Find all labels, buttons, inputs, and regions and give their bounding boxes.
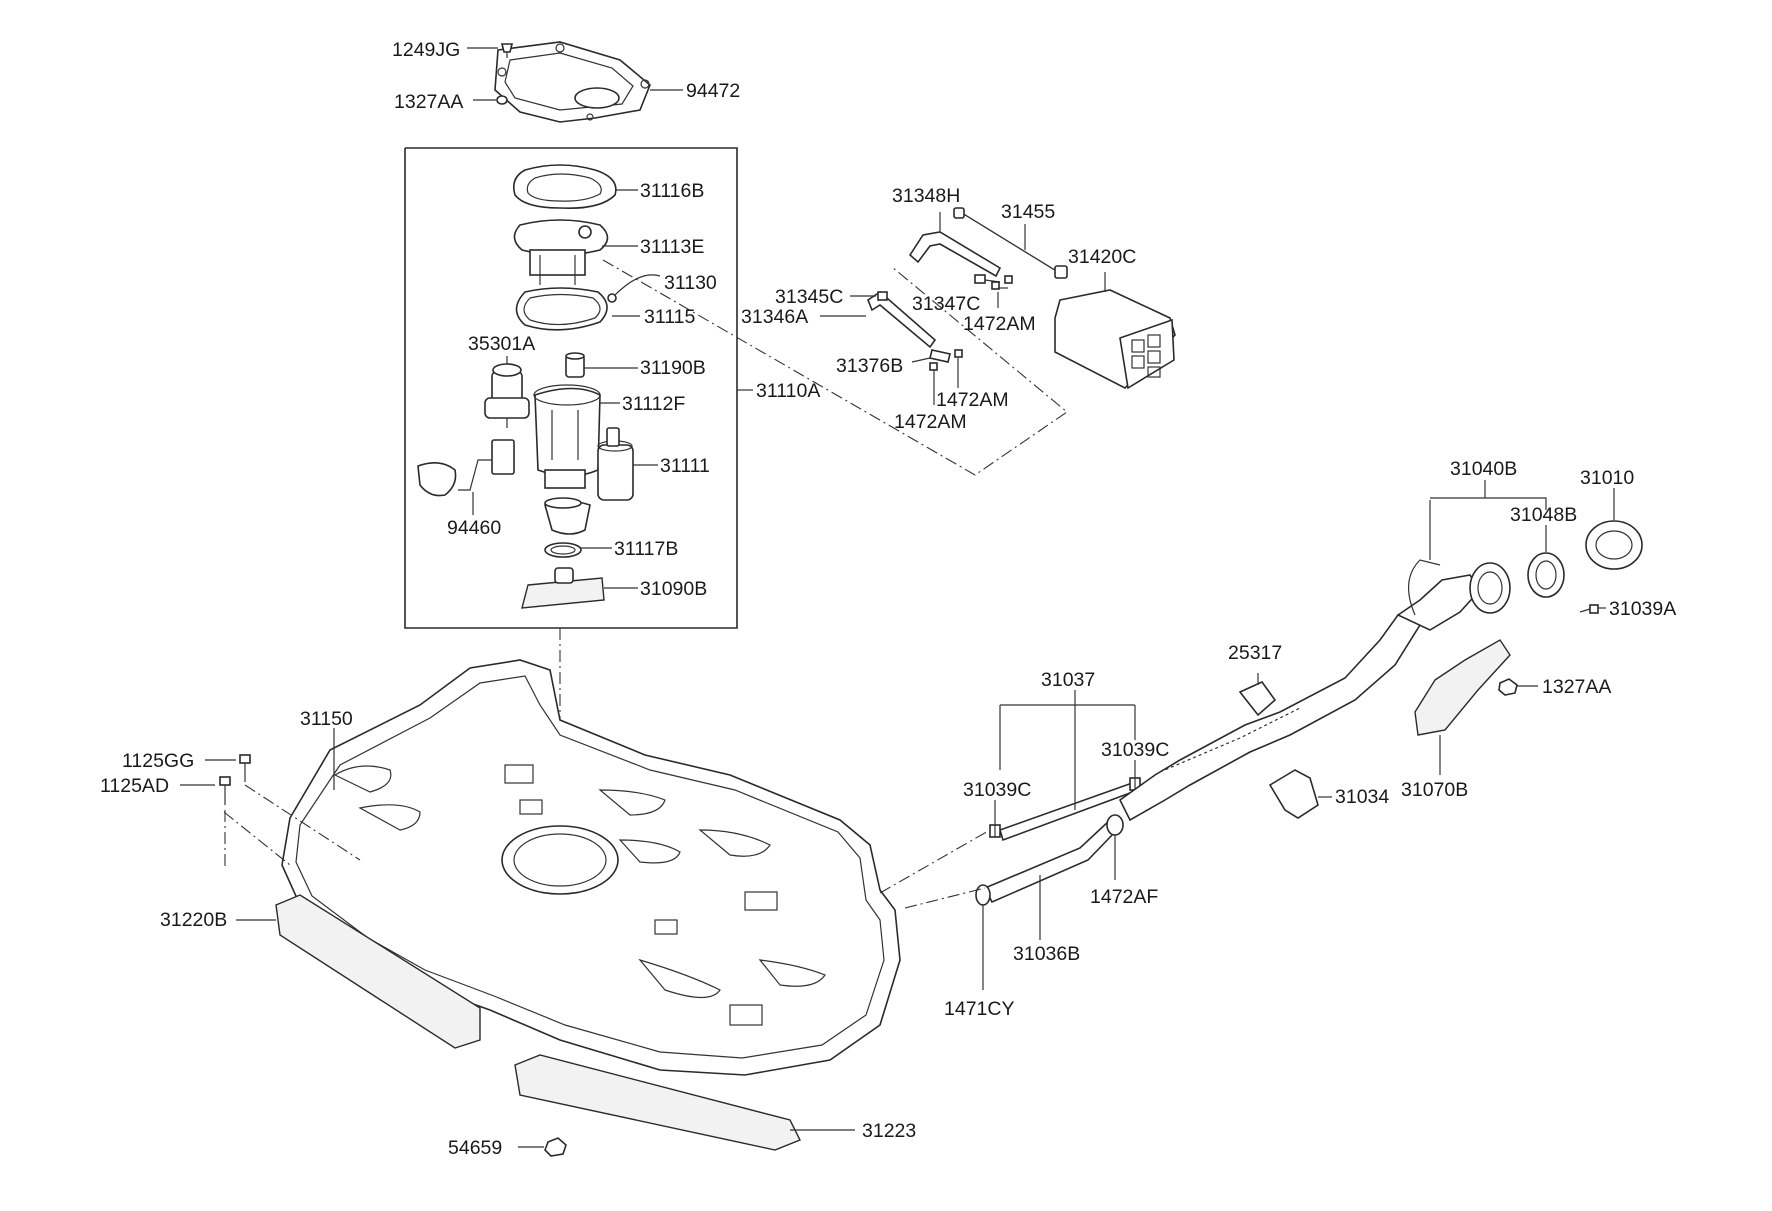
- vapor-dashed-leaders: [602, 259, 1068, 476]
- fuel-tank-31150: [281, 659, 901, 1076]
- label-31039A: 31039A: [1609, 598, 1676, 620]
- label-31220B: 31220B: [160, 909, 227, 931]
- bracket-25317: [1238, 673, 1277, 717]
- label-31190B: 31190B: [640, 357, 706, 379]
- label-35301A: 35301A: [468, 333, 535, 355]
- clamps-1472AM: [929, 275, 1013, 405]
- wire-31130: [607, 274, 661, 303]
- strainer: [544, 497, 591, 535]
- label-1472AM-b: 1472AM: [936, 389, 1009, 411]
- canister-31420C: [1054, 272, 1176, 390]
- connector-31376B: [911, 349, 951, 363]
- oring-31115: [515, 287, 640, 331]
- seal-31048B: [1527, 525, 1565, 598]
- label-31346A: 31346A: [741, 306, 808, 328]
- pump-assembly-frame: [404, 147, 738, 890]
- part-number-labels: 1249JG 1327AA 94472 31116B 31113E 31130 …: [100, 39, 1676, 1159]
- label-31036B: 31036B: [1013, 943, 1080, 965]
- clamp-1471CY: [975, 884, 991, 990]
- label-31040B: 31040B: [1450, 458, 1517, 480]
- bolts-1125: [180, 754, 361, 870]
- cap-31010: [1585, 488, 1643, 570]
- nut-54659: [518, 1137, 567, 1157]
- label-31034: 31034: [1335, 786, 1389, 808]
- screw-1249JG: [467, 43, 514, 58]
- label-1472AF: 1472AF: [1090, 886, 1158, 908]
- label-31347C: 31347C: [912, 293, 980, 315]
- label-31039C-right: 31039C: [1101, 739, 1169, 761]
- base-31090B: [521, 567, 638, 609]
- label-31070B: 31070B: [1401, 779, 1468, 801]
- clamp-1472AF: [1106, 814, 1124, 880]
- label-31112F: 31112F: [622, 393, 685, 415]
- label-31455: 31455: [1001, 201, 1055, 223]
- flange-31113E: [513, 219, 638, 285]
- label-1471CY: 1471CY: [944, 998, 1014, 1020]
- label-31130: 31130: [664, 272, 717, 294]
- label-94460: 94460: [447, 517, 501, 539]
- label-31048B: 31048B: [1510, 504, 1577, 526]
- label-1125AD: 1125AD: [100, 775, 169, 797]
- label-31348H: 31348H: [892, 185, 960, 207]
- label-31117B: 31117B: [614, 538, 678, 560]
- label-94472: 94472: [686, 80, 740, 102]
- reservoir-31112F: [533, 384, 620, 489]
- cover-plate-94472: [494, 41, 651, 123]
- bracket-31070B: [1414, 639, 1511, 775]
- group-bracket-31037: [999, 690, 1136, 810]
- screw-31039A: [1579, 604, 1606, 614]
- label-1472AM-a: 1472AM: [963, 313, 1036, 335]
- nut-1327AA-right: [1498, 678, 1538, 696]
- sender-94460: [417, 439, 515, 515]
- group-bracket-31040B: [1430, 480, 1547, 510]
- filler-neck-31040B: [1118, 500, 1511, 822]
- label-31010: 31010: [1580, 467, 1634, 489]
- label-31223: 31223: [862, 1120, 916, 1142]
- label-1125GG: 1125GG: [122, 750, 194, 772]
- cap-31190B: [565, 352, 638, 378]
- label-31345C: 31345C: [775, 286, 843, 308]
- label-54659: 54659: [448, 1137, 502, 1159]
- gasket-31116B: [512, 164, 638, 210]
- regulator-35301A: [484, 356, 530, 428]
- label-31037: 31037: [1041, 669, 1095, 691]
- label-31039C-left: 31039C: [963, 779, 1031, 801]
- label-1249JG: 1249JG: [392, 39, 460, 61]
- strap-31220B: [223, 811, 481, 1049]
- nut-1327AA-top: [473, 95, 508, 105]
- pump-31111: [597, 427, 658, 501]
- label-31376B: 31376B: [836, 355, 903, 377]
- label-1472AM-c: 1472AM: [894, 411, 967, 433]
- label-31116B: 31116B: [640, 180, 704, 202]
- label-25317: 25317: [1228, 642, 1282, 664]
- label-31110A: 31110A: [756, 380, 820, 402]
- label-31420C: 31420C: [1068, 246, 1136, 268]
- bracket-31034: [1268, 769, 1332, 819]
- label-31113E: 31113E: [640, 236, 704, 258]
- label-31150: 31150: [300, 708, 353, 730]
- label-1327AA-right: 1327AA: [1542, 676, 1611, 698]
- strap-31223: [514, 1054, 855, 1151]
- hose-31455: [953, 207, 1068, 279]
- connector-31345C: [850, 291, 888, 301]
- hose-31348H: [908, 212, 1002, 278]
- label-31090B: 31090B: [640, 578, 707, 600]
- ring-31117B: [544, 542, 612, 558]
- label-31111: 31111: [660, 455, 710, 477]
- label-1327AA-top: 1327AA: [394, 91, 463, 113]
- label-31115: 31115: [644, 306, 695, 328]
